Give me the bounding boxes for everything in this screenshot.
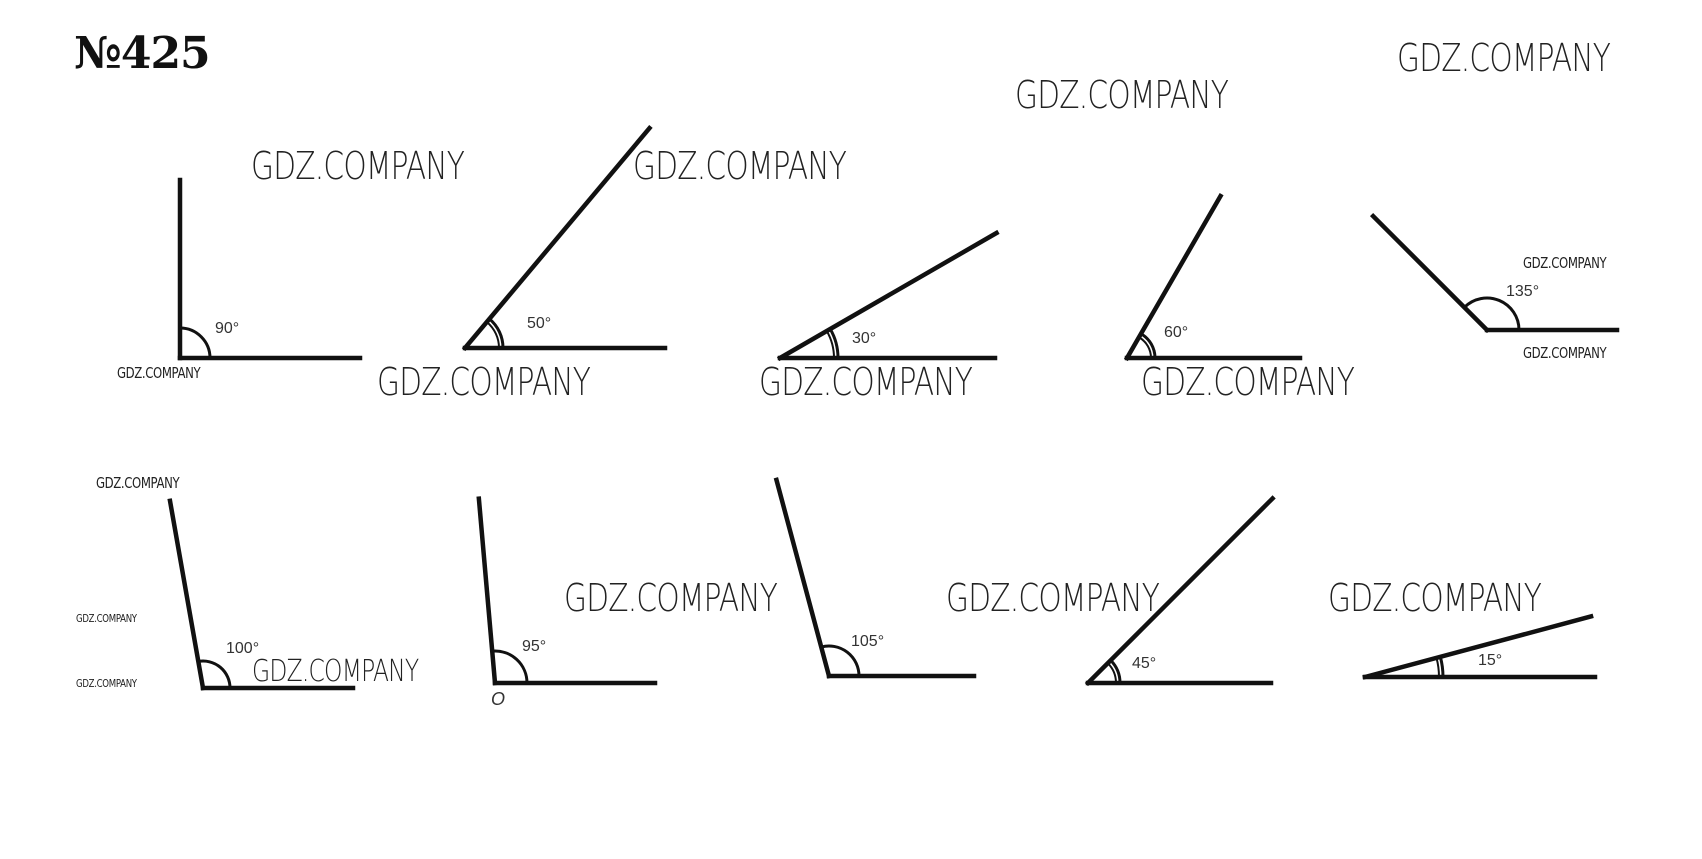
watermark: GDZ.COMPANY	[1523, 344, 1607, 362]
angle-degree-label: 105°	[851, 633, 884, 650]
angle-degree-label: 45°	[1132, 655, 1156, 672]
angle-arc-inner	[1435, 657, 1440, 678]
angle-arc	[1140, 332, 1157, 359]
angle-arc	[198, 659, 232, 689]
angle-second-ray	[461, 124, 653, 352]
watermark: GDZ.COMPANY	[1523, 254, 1607, 272]
angle-arc-inner	[825, 330, 835, 359]
angle-second-ray	[773, 477, 832, 679]
angle-degree-label: 60°	[1164, 324, 1188, 341]
angle-arc	[1438, 656, 1445, 678]
angle-105: 105°	[773, 477, 977, 679]
watermark: GDZ.COMPANY	[117, 364, 201, 382]
angle-arc	[1109, 659, 1122, 684]
angle-arc-inner	[1138, 336, 1152, 359]
angle-arc	[179, 326, 212, 359]
angle-95: 95° O	[476, 496, 658, 709]
angle-60: 60°	[1123, 192, 1303, 362]
watermark: GDZ.COMPANY	[1141, 360, 1355, 404]
watermark: GDZ.COMPANY	[1328, 576, 1542, 620]
angle-100: 100°	[167, 498, 356, 691]
angle-arc	[1463, 296, 1521, 331]
angle-arc	[488, 317, 505, 349]
angle-arc-inner	[486, 321, 500, 349]
watermark: GDZ.COMPANY	[564, 576, 778, 620]
angle-15: 15°	[1362, 613, 1598, 680]
angle-arc	[820, 644, 861, 677]
problem-number: №425	[74, 28, 211, 79]
angle-135: 135°	[1369, 212, 1620, 334]
angle-50: 50°	[461, 124, 668, 352]
angle-second-ray	[1123, 192, 1224, 362]
angle-second-ray	[1084, 495, 1276, 687]
vertex-label: O	[491, 689, 505, 709]
angle-arc-inner	[1107, 662, 1117, 684]
angle-arc	[492, 649, 529, 684]
angle-second-ray	[476, 496, 498, 686]
angle-degree-label: 135°	[1506, 283, 1539, 300]
watermark: GDZ.COMPANY	[1397, 36, 1611, 80]
watermark: GDZ.COMPANY	[633, 144, 847, 188]
angle-degree-label: 15°	[1478, 652, 1502, 669]
angle-second-ray	[776, 229, 1000, 362]
angle-second-ray	[1369, 212, 1491, 334]
watermark: GDZ.COMPANY	[96, 474, 180, 492]
angle-90: 90°	[177, 177, 363, 361]
watermark: GDZ.COMPANY	[1015, 73, 1229, 117]
angle-degree-label: 95°	[522, 638, 546, 655]
watermark: GDZ.COMPANY	[946, 576, 1160, 620]
angle-30: 30°	[776, 229, 1000, 362]
watermark: GDZ.COMPANY	[759, 360, 973, 404]
watermark: GDZ.COMPANY	[76, 612, 137, 625]
angle-degree-label: 90°	[215, 320, 239, 337]
watermark: GDZ.COMPANY	[252, 654, 419, 689]
angle-second-ray	[1362, 613, 1594, 680]
angle-degree-label: 30°	[852, 330, 876, 347]
angle-arc	[828, 328, 840, 359]
angle-second-ray	[167, 498, 206, 691]
angle-45: 45°	[1084, 495, 1276, 687]
watermark: GDZ.COMPANY	[377, 360, 591, 404]
angle-degree-label: 50°	[527, 315, 551, 332]
angle-degree-label: 100°	[226, 640, 259, 657]
watermark: GDZ.COMPANY	[251, 144, 465, 188]
watermark: GDZ.COMPANY	[76, 677, 137, 690]
